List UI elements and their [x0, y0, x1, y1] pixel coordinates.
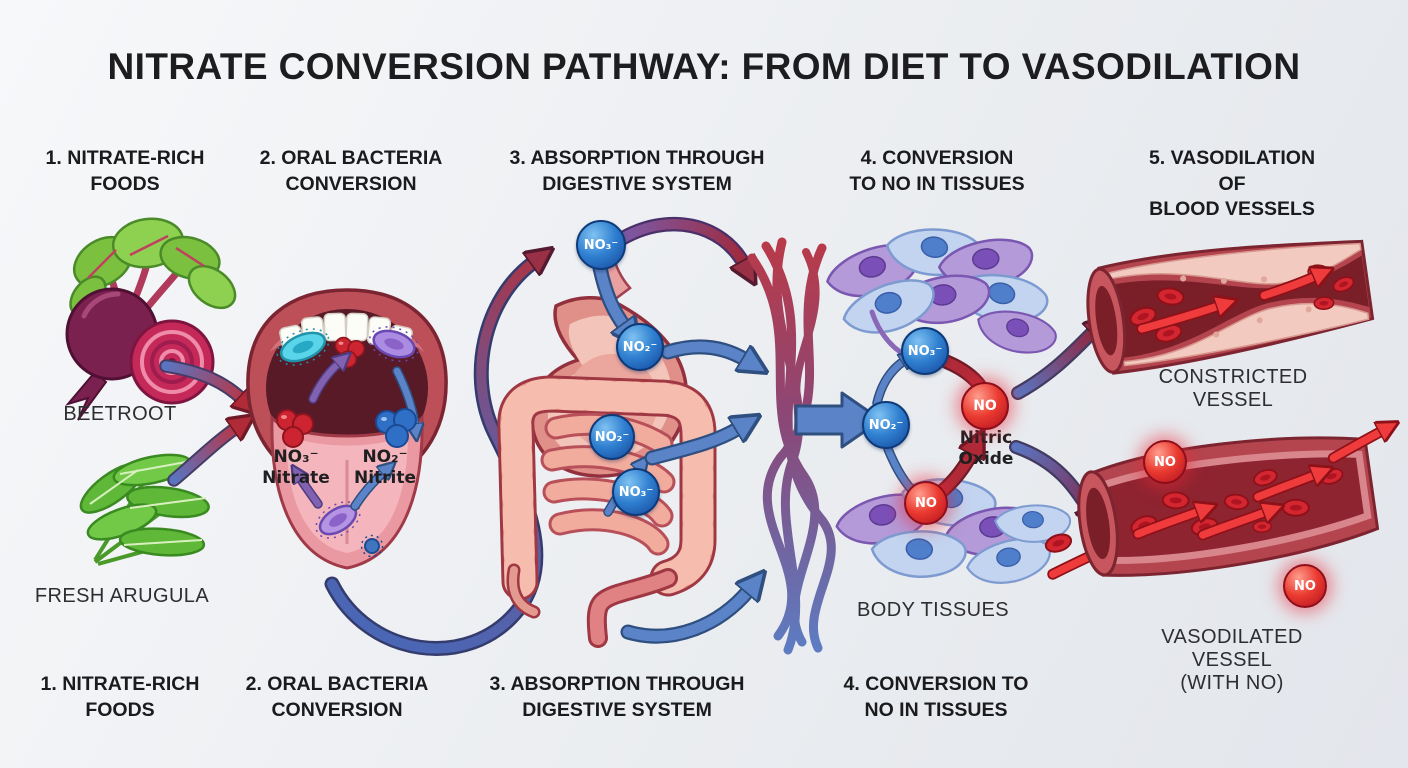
no3-badge-intestine: NO₃⁻: [612, 468, 660, 516]
vessels-to-tissue-arrow: [794, 391, 883, 449]
beetroot-label: BEETROOT: [63, 403, 177, 425]
step-header-2: 2. ORAL BACTERIA CONVERSION: [259, 147, 443, 195]
nitrate-label: NO₃⁻ Nitrate: [262, 447, 330, 489]
no-badge-nitric-oxide: NO: [961, 382, 1009, 430]
step-footer-3: 3. ABSORPTION THROUGH DIGESTIVE SYSTEM: [489, 673, 745, 721]
step-footer-4: 4. CONVERSION TO NO IN TISSUES: [843, 673, 1029, 721]
blood-vessel-bundle-illustration: [747, 237, 836, 655]
arugula-label: FRESH ARUGULA: [34, 585, 210, 607]
step-footer-2: 2. ORAL BACTERIA CONVERSION: [245, 673, 429, 721]
arugula-illustration: [79, 453, 210, 566]
step-header-4: 4. CONVERSION TO NO IN TISSUES: [849, 147, 1025, 195]
beetroot-illustration: [65, 217, 237, 421]
no3-badge-tissue: NO₃⁻: [901, 327, 949, 375]
nitrite-label: NO₂⁻ Nitrite: [353, 447, 417, 489]
no3-badge-esophagus: NO₃⁻: [576, 220, 626, 270]
no2-badge-intestine: NO₂⁻: [589, 414, 635, 460]
step-header-1: 1. NITRATE-RICH FOODS: [45, 147, 205, 195]
constricted-vessel-illustration: [1086, 239, 1375, 375]
no2-badge-tissue: NO₂⁻: [862, 401, 910, 449]
vasodilated-vessel-label: VASODILATED VESSEL (WITH NO): [1161, 626, 1303, 694]
step-header-5: 5. VASODILATION OF BLOOD VESSELS: [1148, 147, 1316, 221]
constricted-vessel-label: CONSTRICTED VESSEL: [1158, 366, 1308, 411]
step-footer-1: 1. NITRATE-RICH FOODS: [40, 673, 200, 721]
no-badge-vessel-bottom: NO: [1283, 564, 1327, 608]
body-tissues-label: BODY TISSUES: [857, 599, 1009, 621]
vasodilated-vessel-illustration: [1042, 421, 1398, 580]
mouth-illustration: [246, 288, 448, 570]
diagram-title: NITRATE CONVERSION PATHWAY: FROM DIET TO…: [107, 46, 1301, 87]
no-badge-vessel-top: NO: [1143, 440, 1187, 484]
no-badge-tissue-lower: NO: [904, 481, 948, 525]
no2-badge-stomach: NO₂⁻: [616, 323, 664, 371]
nitric-oxide-label: Nitric Oxide: [958, 428, 1014, 470]
step-header-3: 3. ABSORPTION THROUGH DIGESTIVE SYSTEM: [509, 147, 765, 195]
